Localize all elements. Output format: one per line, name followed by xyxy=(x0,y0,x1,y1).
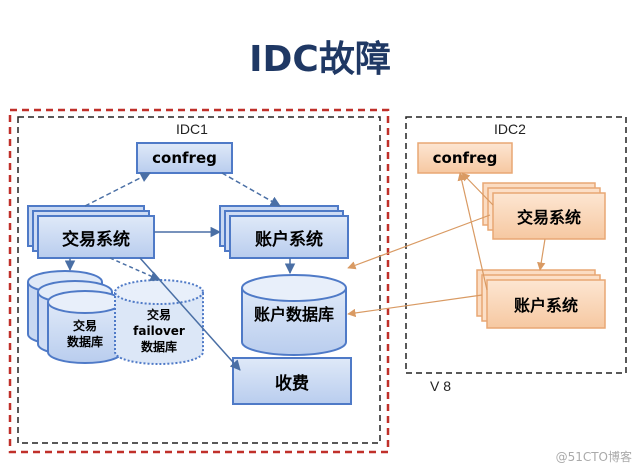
conn-trade-to-failover xyxy=(109,257,161,281)
idc1-fees-box xyxy=(232,357,352,405)
watermark: @51CTO博客 xyxy=(555,450,632,464)
idc1-trade-system-box xyxy=(37,215,155,259)
conn-idc2-trade-to-account xyxy=(537,238,546,271)
idc1-trade-db-label-line2: 数据库 xyxy=(66,335,103,349)
page-title: IDC故障 xyxy=(249,39,391,80)
idc1-trade-db-cylinder xyxy=(47,290,123,364)
conn-confreg-to-account xyxy=(221,172,281,207)
idc2-trade-system-box xyxy=(492,192,606,240)
idc1-failover-db-label-line2: failover xyxy=(133,324,185,338)
idc1-confreg-label: confreg xyxy=(152,149,217,167)
conn-trade-to-confreg xyxy=(84,172,151,207)
idc1-fees-label: 收费 xyxy=(275,373,309,394)
idc1-trade-db-label-line1: 交易 xyxy=(72,319,97,333)
idc1-failover-db-label: 交易 failover 数据库 xyxy=(115,307,203,355)
idc2-frame xyxy=(405,116,627,374)
idc1-confreg-box xyxy=(136,142,233,174)
conn-idc2-account-to-confreg xyxy=(457,172,488,291)
idc1-trade-system-label: 交易系统 xyxy=(62,229,130,250)
conn-idc2-trade-to-confreg xyxy=(461,172,494,206)
idc1-trade-db-label: 交易 数据库 xyxy=(48,318,122,350)
conn-trade-to-fees xyxy=(139,257,241,371)
idc1-account-db-cylinder xyxy=(241,274,347,356)
version-label: V 8 xyxy=(430,378,452,394)
idc2-account-system-box xyxy=(486,279,606,329)
idc1-account-system-box xyxy=(229,215,349,259)
conn-idc2-account-to-idc1-accountdb xyxy=(347,294,483,318)
idc2-confreg-label: confreg xyxy=(432,149,498,167)
idc1-failover-db-label-line1: 交易 xyxy=(146,308,171,322)
idc1-label: IDC1 xyxy=(176,121,208,137)
idc1-frame xyxy=(17,116,381,444)
idc2-label: IDC2 xyxy=(494,121,526,137)
conn-idc2-trade-to-idc1-account xyxy=(347,214,491,270)
idc2-account-system-label: 账户系统 xyxy=(513,296,578,315)
idc1-failover-db-label-line3: 数据库 xyxy=(140,340,177,354)
idc1-account-system-label: 账户系统 xyxy=(255,229,323,250)
idc1-account-db-label: 账户数据库 xyxy=(253,305,334,324)
idc1-failover-db-cylinder xyxy=(114,279,204,365)
idc2-trade-system-label: 交易系统 xyxy=(516,208,581,227)
